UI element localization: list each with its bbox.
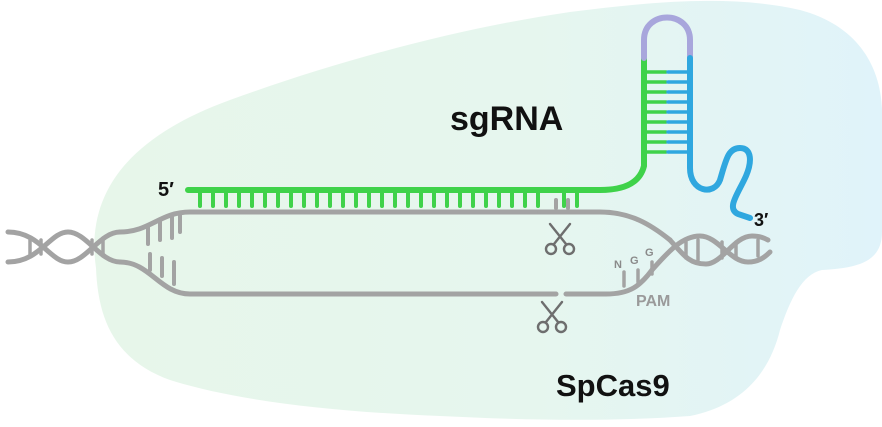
sgrna-tetraloop — [641, 14, 693, 61]
three-prime-label: 3′ — [754, 210, 768, 230]
sgrna-scaffold — [666, 55, 753, 221]
scissors-icon-upper — [544, 222, 576, 256]
pam-base-n: N — [614, 259, 622, 271]
scissors-icon-lower — [536, 300, 568, 334]
sgrna-guide-strand — [185, 55, 668, 208]
dna-helix-right — [649, 233, 773, 273]
dna-helix-left — [5, 209, 559, 297]
spcas9-label: SpCas9 — [556, 368, 670, 403]
five-prime-label: 5′ — [158, 179, 174, 201]
sgrna-label: sgRNA — [450, 100, 563, 138]
pam-base-g1: G — [630, 255, 639, 267]
pam-base-g2: G — [645, 247, 654, 259]
dna-target-strand — [537, 198, 673, 243]
pam-label: PAM — [636, 293, 670, 310]
